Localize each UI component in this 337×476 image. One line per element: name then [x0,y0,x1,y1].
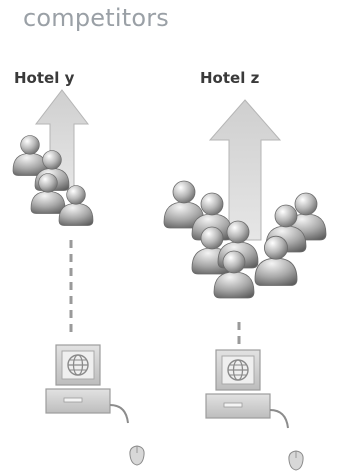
hotel-z-label: Hotel z [200,69,260,87]
hotel-y-label: Hotel y [14,69,75,87]
page-title: competitors [23,4,170,32]
mouse-icon [129,445,145,466]
computer-globe-icon [205,349,289,429]
mouse-icon [288,450,304,471]
computer-globe-icon [45,344,129,424]
user-icon [12,135,48,176]
